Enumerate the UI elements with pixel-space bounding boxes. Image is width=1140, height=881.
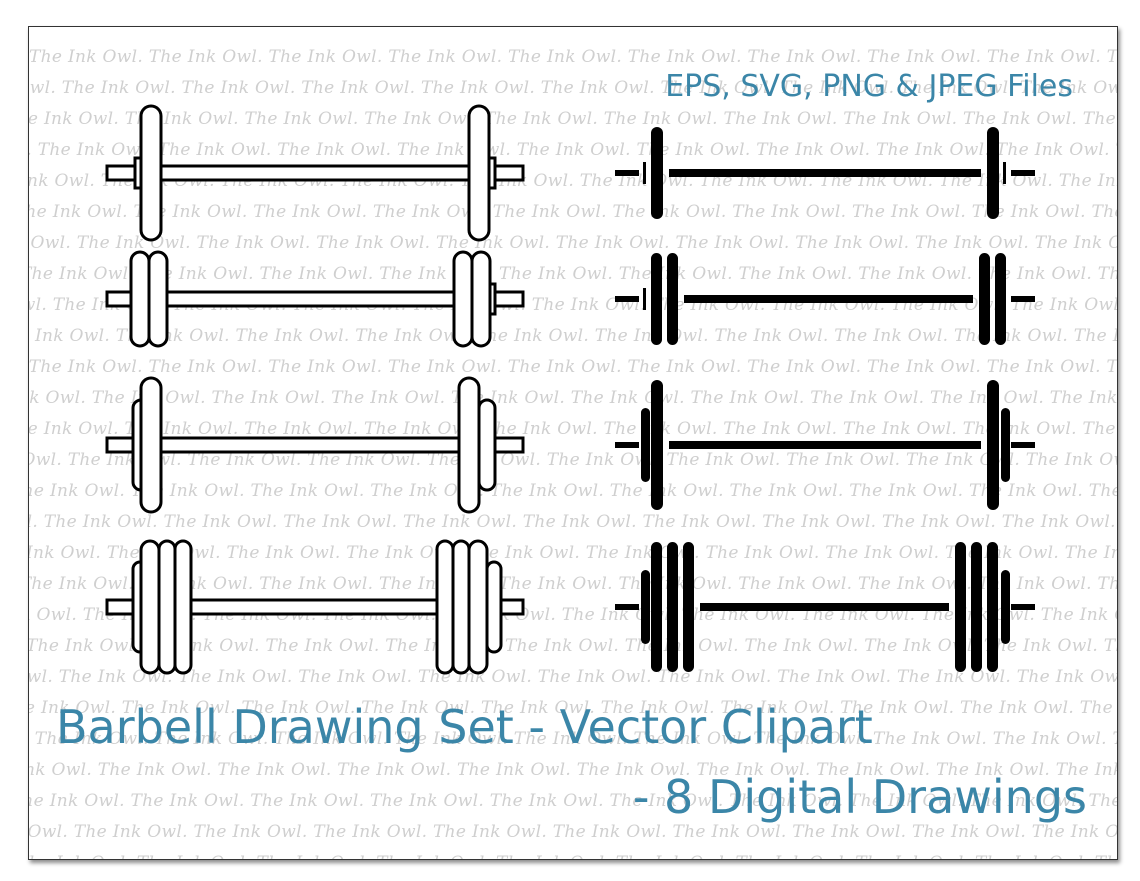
barbell-sleeve xyxy=(615,442,639,448)
weight-plate xyxy=(987,380,999,510)
weight-plate xyxy=(467,104,491,242)
weight-plate xyxy=(451,539,471,675)
outline-barbell-3 xyxy=(105,376,525,514)
weight-plate xyxy=(987,127,999,219)
filled-barbell-2 xyxy=(615,253,1035,345)
barbell-collar xyxy=(1003,162,1006,184)
weight-plate xyxy=(470,250,492,348)
outline-barbell-2 xyxy=(105,250,525,348)
weight-plate xyxy=(955,542,966,672)
barbell-bar xyxy=(669,441,981,449)
weight-plate xyxy=(979,253,990,345)
filled-barbells xyxy=(615,127,1035,672)
outline-barbell-4 xyxy=(105,539,525,675)
weight-plate xyxy=(651,380,663,510)
barbell-collar xyxy=(643,288,646,310)
barbell-sleeve xyxy=(1011,604,1035,610)
filled-barbell-4 xyxy=(615,542,1035,672)
weight-plate xyxy=(683,542,694,672)
weight-plate xyxy=(485,560,503,654)
weight-plate xyxy=(987,542,998,672)
barbell-bar xyxy=(105,436,525,454)
weight-plate xyxy=(651,253,662,345)
weight-plate xyxy=(139,539,161,675)
weight-plate xyxy=(667,253,678,345)
weight-plate xyxy=(477,398,497,492)
file-formats-heading: EPS, SVG, PNG & JPEG Files xyxy=(665,69,1073,104)
weight-plate xyxy=(651,542,662,672)
weight-plate xyxy=(971,542,982,672)
barbell-bar xyxy=(684,295,973,303)
weight-plate xyxy=(1001,408,1010,482)
weight-plate xyxy=(641,570,650,644)
weight-plate xyxy=(457,376,481,514)
weight-plate xyxy=(641,408,650,482)
barbell-collar xyxy=(643,162,646,184)
weight-plate xyxy=(667,542,678,672)
filled-barbell-1 xyxy=(615,127,1035,219)
weight-plate xyxy=(651,127,663,219)
weight-plate xyxy=(995,253,1006,345)
barbell-sleeve xyxy=(1011,296,1035,302)
barbell-sleeve xyxy=(1011,170,1035,176)
weight-plate xyxy=(467,539,489,675)
barbell-sleeve xyxy=(615,170,639,176)
filled-barbell-3 xyxy=(615,380,1035,510)
weight-plate xyxy=(452,250,474,348)
barbell-bar xyxy=(700,603,949,611)
outline-barbells xyxy=(105,104,525,675)
weight-plate xyxy=(139,104,163,242)
weight-plate xyxy=(147,250,169,348)
product-subtitle: - 8 Digital Drawings xyxy=(632,770,1087,824)
outline-barbell-1 xyxy=(105,104,525,242)
weight-plate xyxy=(129,250,151,348)
barbell-bar xyxy=(669,169,981,177)
barbell-artwork xyxy=(105,104,1035,675)
barbell-bar xyxy=(105,164,525,182)
product-card: The Ink Owl. The Ink Owl. The Ink Owl. T… xyxy=(28,26,1118,860)
product-title: Barbell Drawing Set - Vector Clipart xyxy=(56,700,873,754)
weight-plate xyxy=(1001,570,1010,644)
weight-plate xyxy=(157,539,177,675)
barbell-sleeve xyxy=(615,296,639,302)
barbell-bar xyxy=(105,598,525,616)
weight-plate xyxy=(173,539,193,675)
barbell-bar xyxy=(105,290,525,308)
weight-plate xyxy=(435,539,455,675)
barbell-sleeve xyxy=(1011,442,1035,448)
weight-plate xyxy=(139,376,163,514)
barbell-sleeve xyxy=(615,604,639,610)
